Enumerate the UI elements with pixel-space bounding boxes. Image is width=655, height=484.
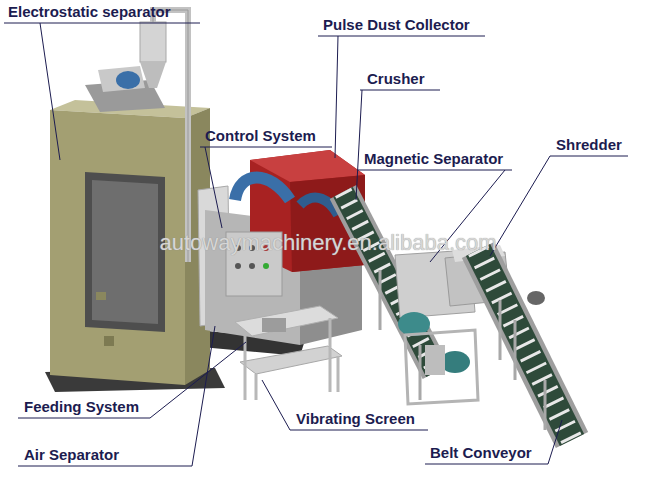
callout-label: Shredder <box>556 136 622 154</box>
callout-label: Magnetic Separator <box>364 150 503 168</box>
callout-label: Vibrating Screen <box>296 410 415 428</box>
callout-label: Air Separator <box>24 446 119 464</box>
leader-lines <box>4 23 628 466</box>
callout-label: Feeding System <box>24 398 139 416</box>
callout-label: Electrostatic separator <box>8 3 171 21</box>
callout-label: Pulse Dust Collector <box>323 16 470 34</box>
callout-label: Control System <box>205 127 316 145</box>
callout-label: Belt Conveyor <box>430 444 532 462</box>
callout-label: Crusher <box>367 70 425 88</box>
watermark: autowaymachinery.en.alibaba.com <box>159 230 496 256</box>
